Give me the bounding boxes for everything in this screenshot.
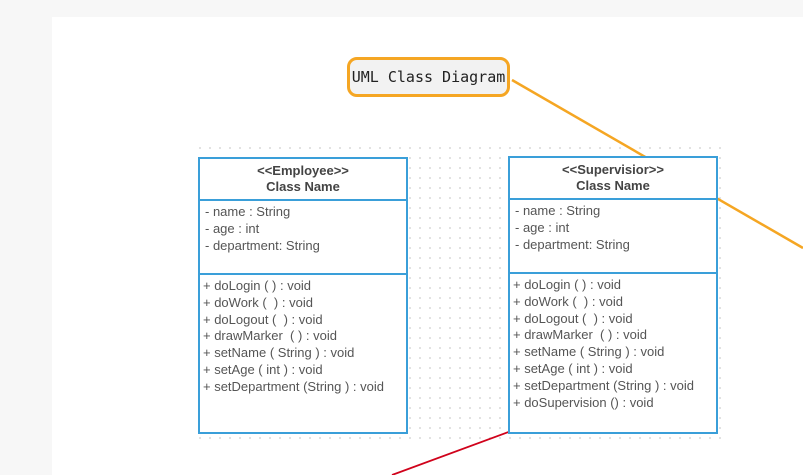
attribute-row: - name : String (205, 204, 291, 219)
method-row: + setName ( String ) : void (513, 344, 665, 360)
method-row: + doLogin ( ) : void (513, 277, 622, 292)
employee-class-name: Class Name (266, 179, 340, 194)
employee-stereotype: <<Employee>> (257, 163, 349, 178)
supervisor-class-header: <<Supervisior>> Class Name (510, 158, 716, 200)
method-row: + doLogout ( ) : void (203, 311, 323, 327)
employee-class-box[interactable]: <<Employee>> Class Name - name : String … (198, 157, 408, 434)
attribute-row: - name : String (515, 203, 601, 218)
method-row: + setDepartment (String ) : void (513, 377, 694, 393)
method-row: + doSupervision () : void (513, 394, 654, 410)
supervisor-attributes: - name : String - age : int - department… (510, 200, 716, 274)
employee-class-header: <<Employee>> Class Name (200, 159, 406, 201)
supervisor-stereotype: <<Supervisior>> (562, 162, 664, 177)
attribute-row: - age : int (205, 220, 260, 236)
method-row: + setAge ( int ) : void (203, 361, 323, 377)
method-row: + doWork ( ) : void (513, 293, 623, 309)
attribute-row: - department: String (205, 237, 320, 253)
supervisor-class-box[interactable]: <<Supervisior>> Class Name - name : Stri… (508, 156, 718, 434)
employee-attributes: - name : String - age : int - department… (200, 201, 406, 275)
method-row: + setAge ( int ) : void (513, 360, 633, 376)
attribute-row: - department: String (515, 236, 630, 252)
method-row: + setName ( String ) : void (203, 345, 355, 361)
method-row: + setDepartment (String ) : void (203, 378, 384, 394)
employee-methods: + doLogin ( ) : void + doWork ( ) : void… (200, 275, 406, 396)
method-row: + doLogin ( ) : void (203, 278, 312, 293)
method-row: + drawMarker ( ) : void (513, 327, 648, 343)
method-row: + drawMarker ( ) : void (203, 328, 338, 344)
method-row: + doWork ( ) : void (203, 294, 313, 310)
method-row: + doLogout ( ) : void (513, 310, 633, 326)
diagram-title: UML Class Diagram (351, 68, 506, 86)
diagram-title-box[interactable]: UML Class Diagram (347, 57, 510, 97)
supervisor-class-name: Class Name (576, 178, 650, 193)
supervisor-methods: + doLogin ( ) : void + doWork ( ) : void… (510, 274, 716, 411)
attribute-row: - age : int (515, 219, 570, 235)
